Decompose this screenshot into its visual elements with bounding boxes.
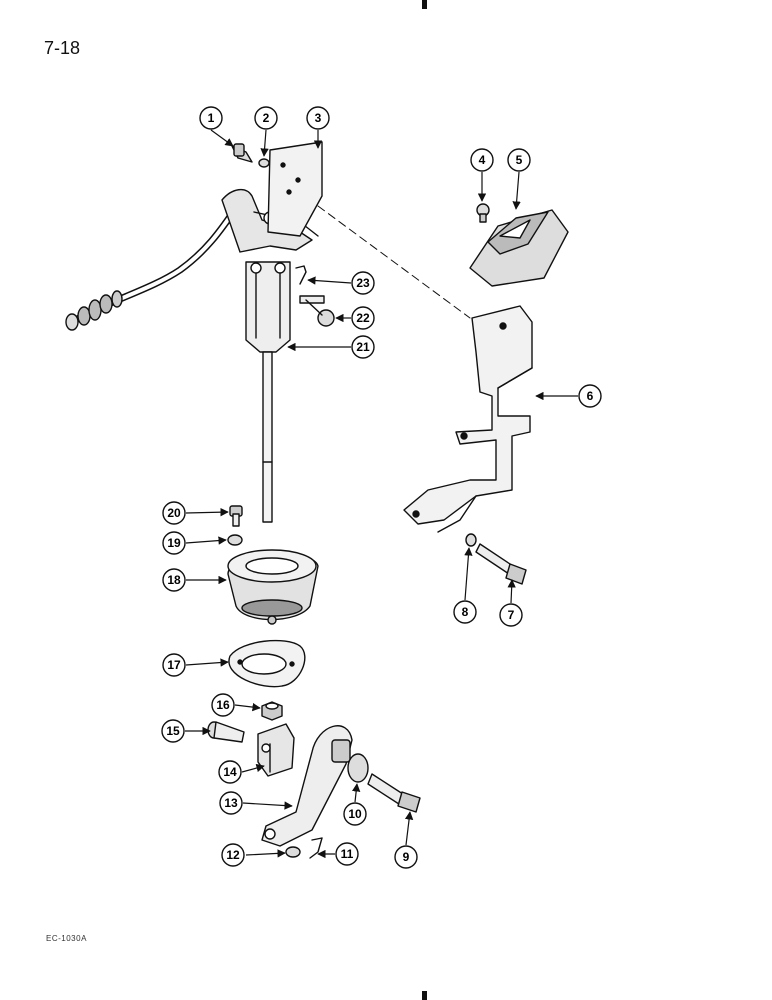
clevis-rod-drawing — [245, 261, 291, 523]
callout-15: 15 — [161, 719, 185, 743]
callout-5: 5 — [507, 148, 531, 172]
washer-19-drawing — [227, 534, 243, 546]
shift-cable-drawing — [65, 201, 242, 331]
yoke-14-drawing — [257, 723, 295, 777]
callout-label: 19 — [167, 536, 181, 550]
callout-label: 15 — [166, 724, 180, 738]
callout-20: 20 — [162, 501, 186, 525]
callout-label: 13 — [224, 796, 238, 810]
callout-label: 23 — [356, 276, 370, 290]
top-crop-mark — [422, 0, 427, 9]
callout-label: 3 — [315, 111, 322, 125]
callout-13: 13 — [219, 791, 243, 815]
pin-22-drawing — [299, 295, 335, 327]
callout-4: 4 — [470, 148, 494, 172]
callout-label: 9 — [403, 850, 410, 864]
callout-1: 1 — [199, 106, 223, 130]
nut-16-drawing — [261, 701, 283, 721]
callout-21: 21 — [351, 335, 375, 359]
gaiter-5-drawing — [469, 209, 569, 287]
callout-label: 17 — [167, 658, 181, 672]
callout-10: 10 — [343, 802, 367, 826]
page-number: 7-18 — [44, 38, 81, 58]
callout-7: 7 — [499, 603, 523, 627]
callout-label: 6 — [587, 389, 594, 403]
callout-label: 1 — [208, 111, 215, 125]
callout-12: 12 — [221, 843, 245, 867]
washer-8-drawing — [465, 533, 477, 547]
leader-arrows — [185, 129, 578, 859]
callout-3: 3 — [306, 106, 330, 130]
callout-label: 21 — [356, 340, 370, 354]
callout-2: 2 — [254, 106, 278, 130]
bracket-6-drawing — [403, 305, 533, 533]
callout-label: 22 — [356, 311, 370, 325]
callout-9: 9 — [394, 845, 418, 869]
callout-label: 10 — [348, 807, 362, 821]
callout-16: 16 — [211, 693, 235, 717]
callout-label: 12 — [226, 848, 240, 862]
figure-code: EC-1030A — [46, 934, 87, 943]
cotter-11-drawing — [309, 837, 323, 859]
screw-4-drawing — [476, 203, 490, 223]
callout-6: 6 — [578, 384, 602, 408]
callout-label: 11 — [341, 847, 354, 861]
callout-label: 14 — [223, 765, 237, 779]
bolt-1-drawing — [231, 143, 253, 163]
lever-13-drawing — [261, 725, 353, 847]
callout-label: 2 — [263, 111, 270, 125]
washer-10-drawing — [347, 753, 369, 783]
mounting-plate-drawing — [267, 141, 323, 237]
pin-15-drawing — [207, 721, 245, 743]
callout-14: 14 — [218, 760, 242, 784]
gasket-17-drawing — [228, 639, 306, 688]
callout-label: 20 — [167, 506, 181, 520]
callout-label: 18 — [167, 573, 181, 587]
callout-17: 17 — [162, 653, 186, 677]
bolt-20-drawing — [229, 505, 243, 527]
cotter-pin-23-drawing — [295, 265, 307, 285]
housing-18-drawing — [227, 549, 319, 625]
callout-label: 7 — [508, 608, 515, 622]
washer-2-drawing — [258, 158, 270, 168]
callout-label: 16 — [216, 698, 230, 712]
callout-22: 22 — [351, 306, 375, 330]
callout-8: 8 — [453, 600, 477, 624]
callout-11: 11 — [335, 842, 359, 866]
callout-18: 18 — [162, 568, 186, 592]
callout-23: 23 — [351, 271, 375, 295]
bolt-9-drawing — [367, 773, 421, 813]
callout-label: 8 — [462, 605, 469, 619]
bottom-crop-mark — [422, 991, 427, 1000]
callout-label: 4 — [479, 153, 486, 167]
callout-19: 19 — [162, 531, 186, 555]
washer-12-drawing — [285, 846, 301, 858]
callout-label: 5 — [516, 153, 523, 167]
bolt-7-drawing — [475, 543, 527, 585]
